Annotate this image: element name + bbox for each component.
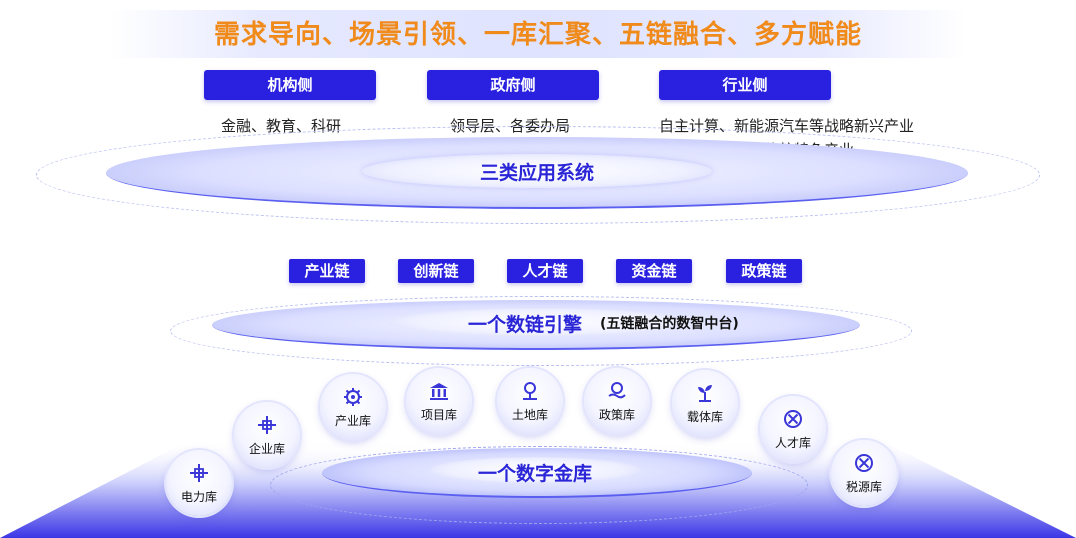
- title-banner: [110, 10, 966, 58]
- library-label: 载体库: [686, 410, 723, 424]
- engine-layer-sublabel: (五链融合的数智中台): [600, 316, 739, 332]
- library-label: 电力库: [180, 490, 217, 504]
- library-tax[interactable]: 税源库: [831, 440, 897, 506]
- vault-layer-outer-ring: [270, 446, 808, 524]
- chain-policy[interactable]: 政策链: [726, 259, 802, 283]
- page-title: 需求导向、场景引领、一库汇聚、五链融合、多方赋能: [213, 20, 862, 50]
- library-industry[interactable]: 产业库: [320, 374, 386, 440]
- gear-network-icon: [344, 388, 362, 406]
- x-circle-icon: [855, 454, 873, 472]
- cross-node-icon: [258, 416, 276, 434]
- chain-innovation[interactable]: 创新链: [398, 259, 474, 283]
- library-label: 项目库: [420, 408, 457, 422]
- library-label: 人才库: [774, 436, 811, 450]
- app-layer-inner-disc: [362, 154, 712, 188]
- vault-layer-inner-disc: [430, 457, 640, 483]
- chain-capital[interactable]: 资金链: [616, 259, 692, 283]
- library-land[interactable]: 土地库: [497, 368, 563, 434]
- library-label: 产业库: [334, 414, 371, 428]
- x-circle-icon: [784, 410, 802, 428]
- library-label: 土地库: [511, 408, 548, 422]
- engine-layer-outer-ring: [170, 296, 912, 366]
- policy-hand-icon: [608, 382, 626, 399]
- chain-talent[interactable]: 人才链: [507, 259, 583, 283]
- library-power[interactable]: 电力库: [166, 450, 232, 516]
- library-label: 政策库: [598, 408, 635, 422]
- library-policy[interactable]: 政策库: [584, 368, 650, 434]
- app-layer-label: 三类应用系统: [479, 162, 594, 184]
- land-tree-icon: [523, 382, 537, 400]
- engine-layer-label: 一个数链引擎: [468, 314, 583, 336]
- sprout-icon: [698, 385, 712, 402]
- engine-layer-inner-disc: [388, 308, 688, 336]
- side-header-institution[interactable]: 机构侧: [204, 70, 376, 100]
- library-enterprise[interactable]: 企业库: [234, 402, 300, 468]
- library-carrier[interactable]: 载体库: [672, 370, 738, 436]
- side-header-government[interactable]: 政府侧: [427, 70, 599, 100]
- institution-building-icon: [430, 383, 448, 400]
- side-header-industry[interactable]: 行业侧: [659, 70, 831, 100]
- library-label: 税源库: [845, 480, 882, 494]
- cross-node-icon: [190, 464, 208, 482]
- library-talent[interactable]: 人才库: [760, 396, 826, 462]
- app-layer-outer-ring: [36, 126, 1040, 224]
- library-label: 企业库: [248, 442, 285, 456]
- chain-industry[interactable]: 产业链: [289, 259, 365, 283]
- vault-layer-label: 一个数字金库: [477, 463, 592, 485]
- library-project[interactable]: 项目库: [406, 368, 472, 434]
